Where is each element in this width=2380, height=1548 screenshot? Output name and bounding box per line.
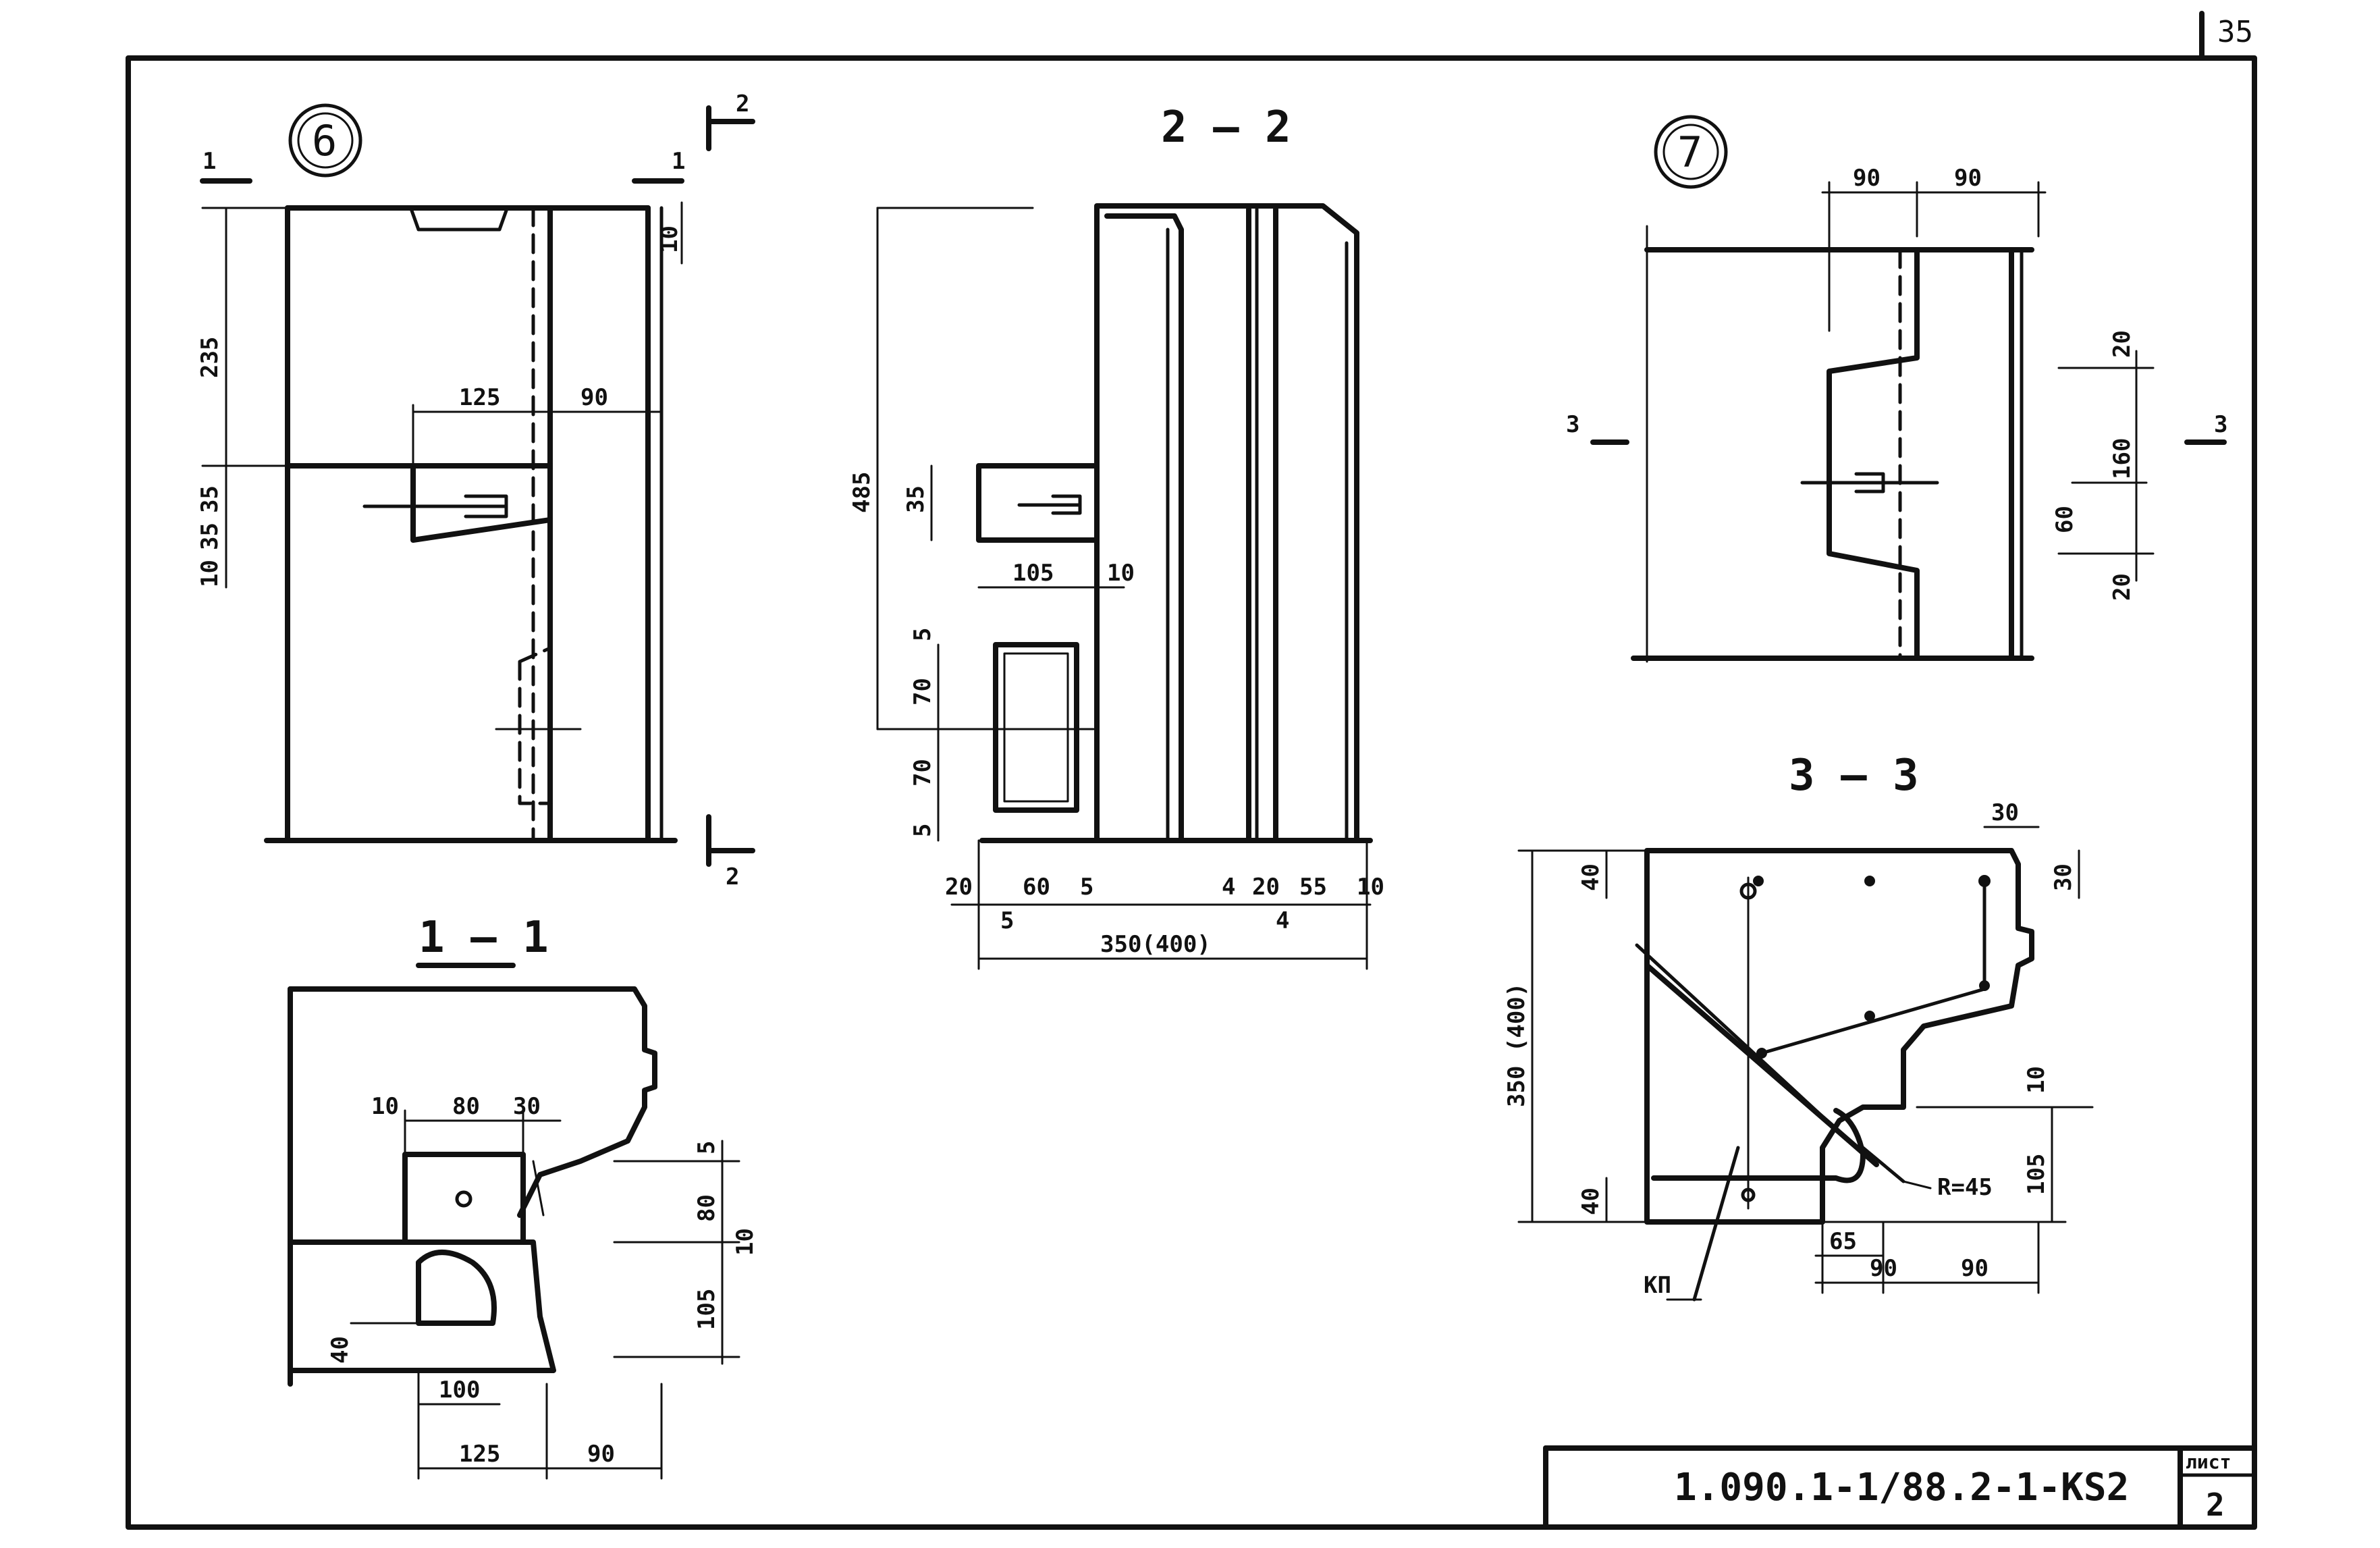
node-6-view xyxy=(200,103,755,867)
node-6-mark-2b: 2 xyxy=(726,863,739,890)
section-2-2-dim-4b: 4 xyxy=(1276,907,1289,934)
section-1-1-dim-40: 40 xyxy=(327,1336,354,1364)
section-3-3-dim-30a: 30 xyxy=(1991,799,2019,826)
section-1-1-dim-125: 125 xyxy=(459,1441,500,1468)
sheet-number: 2 xyxy=(2206,1487,2225,1523)
node-6-callout: 6 xyxy=(312,116,337,165)
node-7-dim-90a: 90 xyxy=(1853,165,1881,192)
section-1-1-view xyxy=(288,963,740,1480)
node-7-dim-90b: 90 xyxy=(1954,165,1982,192)
section-2-2-dim-70a: 70 xyxy=(909,678,936,705)
node-6-dim-35a: 35 xyxy=(196,485,223,513)
section-2-2-dim-5b: 5 xyxy=(909,824,936,837)
node-6-dim-90: 90 xyxy=(580,384,608,411)
node-6-dim-235: 235 xyxy=(196,337,223,378)
node-6-dim-125: 125 xyxy=(459,384,500,411)
section-3-3-dim-350: 350 (400) xyxy=(1503,983,1530,1107)
section-2-2-dim-55: 55 xyxy=(1299,874,1327,901)
section-2-2-dim-70b: 70 xyxy=(909,759,936,786)
section-3-3-dim-40a: 40 xyxy=(1577,863,1604,891)
node-7-mark-3b: 3 xyxy=(2214,411,2227,438)
section-1-1-dim-80: 80 xyxy=(452,1093,480,1120)
section-2-2-dim-10: 10 xyxy=(1107,560,1135,587)
section-2-2-title: 2 – 2 xyxy=(1161,103,1291,153)
node-7-dim-20a: 20 xyxy=(2109,330,2136,358)
node-7-mark-3a: 3 xyxy=(1566,411,1579,438)
section-3-3-dim-90a: 90 xyxy=(1870,1255,1897,1282)
section-1-1-dim-10b: 10 xyxy=(732,1228,759,1256)
section-1-1-title: 1 – 1 xyxy=(418,913,549,963)
node-6-dim-10-top: 10 xyxy=(656,225,683,253)
node-7-callout: 7 xyxy=(1677,128,1702,177)
section-1-1-dim-10: 10 xyxy=(371,1093,399,1120)
section-2-2-dim-5d: 5 xyxy=(1000,907,1014,934)
section-3-3-title: 3 – 3 xyxy=(1789,751,1919,801)
node-6-mark-1a: 1 xyxy=(202,148,216,175)
node-7-view xyxy=(1590,115,2227,663)
section-2-2-dim-10b: 10 xyxy=(1357,874,1384,901)
section-3-3-dim-r45: R=45 xyxy=(1937,1174,1993,1201)
node-7-dim-160: 160 xyxy=(2109,438,2136,479)
page-number: 35 xyxy=(2217,15,2253,49)
section-3-3-dim-105: 105 xyxy=(2023,1154,2050,1195)
section-1-1-dim-90: 90 xyxy=(587,1441,615,1468)
section-2-2-dim-5c: 5 xyxy=(1080,874,1093,901)
section-1-1-dim-100: 100 xyxy=(439,1377,480,1404)
section-3-3-view xyxy=(1517,826,2094,1302)
section-2-2-dim-485: 485 xyxy=(848,472,875,513)
section-2-2-dim-4a: 4 xyxy=(1222,874,1235,901)
section-3-3-label-kp: КП xyxy=(1644,1272,1671,1299)
section-2-2-dim-60: 60 xyxy=(1023,874,1050,901)
section-2-2-dim-105: 105 xyxy=(1012,560,1054,587)
node-6-dim-35b: 35 xyxy=(196,523,223,550)
section-1-1-dim-30: 30 xyxy=(513,1093,541,1120)
node-6-dim-10: 10 xyxy=(196,560,223,587)
section-1-1-dim-80b: 80 xyxy=(693,1194,720,1222)
section-2-2-view xyxy=(876,203,1373,970)
sheet-label: лист xyxy=(2186,1451,2231,1473)
section-1-1-dim-105: 105 xyxy=(693,1289,720,1330)
section-2-2-dim-350: 350(400) xyxy=(1100,931,1211,958)
node-6-mark-2a: 2 xyxy=(736,90,749,117)
section-2-2-dim-20: 20 xyxy=(945,874,973,901)
node-7-dim-20b: 20 xyxy=(2109,573,2136,601)
section-3-3-dim-10: 10 xyxy=(2023,1066,2050,1094)
section-2-2-dim-20b: 20 xyxy=(1252,874,1280,901)
section-2-2-dim-35: 35 xyxy=(902,485,929,513)
document-code: 1.090.1-1/88.2-1-КЅ2 xyxy=(1674,1466,2129,1510)
section-3-3-dim-90b: 90 xyxy=(1961,1255,1989,1282)
node-7-dim-60: 60 xyxy=(2051,506,2078,533)
section-3-3-dim-65: 65 xyxy=(1829,1228,1857,1255)
section-1-1-dim-5: 5 xyxy=(693,1141,720,1154)
section-3-3-dim-40b: 40 xyxy=(1577,1187,1604,1215)
sheet-frame xyxy=(126,11,2257,1530)
section-3-3-dim-30b: 30 xyxy=(2050,863,2077,891)
section-2-2-dim-5a: 5 xyxy=(909,628,936,641)
node-6-mark-1b: 1 xyxy=(672,148,685,175)
